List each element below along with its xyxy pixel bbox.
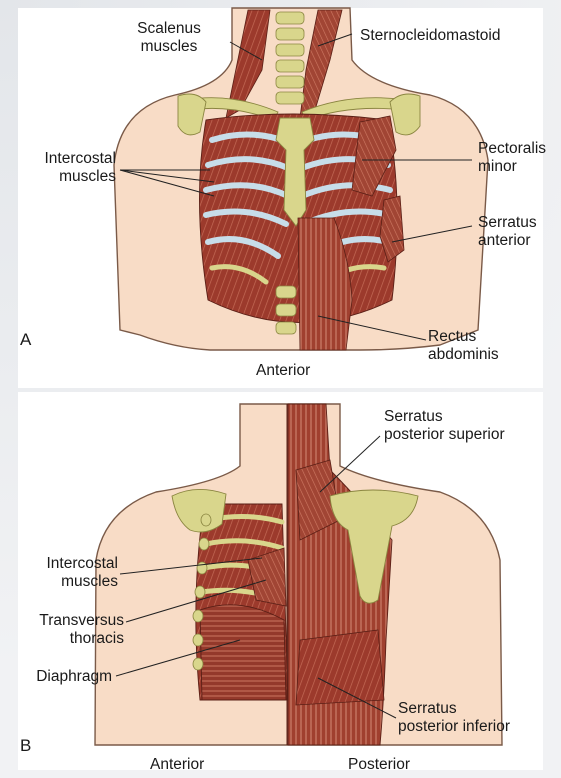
label-intercostal-muscles-a: Intercostal muscles <box>14 150 116 186</box>
label-intercostal-muscles-b: Intercostal muscles <box>14 555 118 591</box>
label-intercostal-a-line1: Intercostal <box>14 150 116 168</box>
label-pectoralis-line1: Pectoralis <box>478 140 546 158</box>
label-pectoralis-line2: minor <box>478 158 546 176</box>
label-scalenus-line2: muscles <box>124 38 214 56</box>
panel-b-torso <box>95 404 502 745</box>
label-serratus-anterior-line2: anterior <box>478 232 537 250</box>
label-spi-line2: posterior inferior <box>398 718 510 736</box>
label-sps-line1: Serratus <box>384 408 505 426</box>
label-serratus-posterior-superior: Serratus posterior superior <box>384 408 505 444</box>
label-serratus-anterior-line1: Serratus <box>478 214 537 232</box>
label-scalenus-muscles: Scalenus muscles <box>124 20 214 56</box>
panel-a-letter: A <box>20 330 31 350</box>
label-diaphragm: Diaphragm <box>14 668 112 686</box>
label-intercostal-b-line2: muscles <box>14 573 118 591</box>
label-intercostal-a-line2: muscles <box>14 168 116 186</box>
label-rectus-abdominis: Rectus abdominis <box>428 328 499 364</box>
label-intercostal-b-line1: Intercostal <box>14 555 118 573</box>
label-serratus-anterior: Serratus anterior <box>478 214 537 250</box>
serratus-posterior-inferior-shape <box>296 630 384 705</box>
lumbar-spine <box>276 286 296 334</box>
panel-a-caption: Anterior <box>256 362 310 380</box>
panel-a-torso <box>114 8 488 350</box>
diaphragm-shape <box>200 605 286 700</box>
label-pectoralis-minor: Pectoralis minor <box>478 140 546 176</box>
label-rectus-line1: Rectus <box>428 328 499 346</box>
label-spi-line1: Serratus <box>398 700 510 718</box>
label-transversus-line2: thoracis <box>14 630 124 648</box>
label-rectus-line2: abdominis <box>428 346 499 364</box>
label-serratus-posterior-inferior: Serratus posterior inferior <box>398 700 510 736</box>
label-sternocleidomastoid: Sternocleidomastoid <box>360 27 500 45</box>
panel-b-letter: B <box>20 736 31 756</box>
panel-b-caption-posterior: Posterior <box>348 756 410 774</box>
label-transversus-line1: Transversus <box>14 612 124 630</box>
label-scalenus-line1: Scalenus <box>124 20 214 38</box>
panel-b-caption-anterior: Anterior <box>150 756 204 774</box>
label-sps-line2: posterior superior <box>384 426 505 444</box>
label-transversus-thoracis: Transversus thoracis <box>14 612 124 648</box>
